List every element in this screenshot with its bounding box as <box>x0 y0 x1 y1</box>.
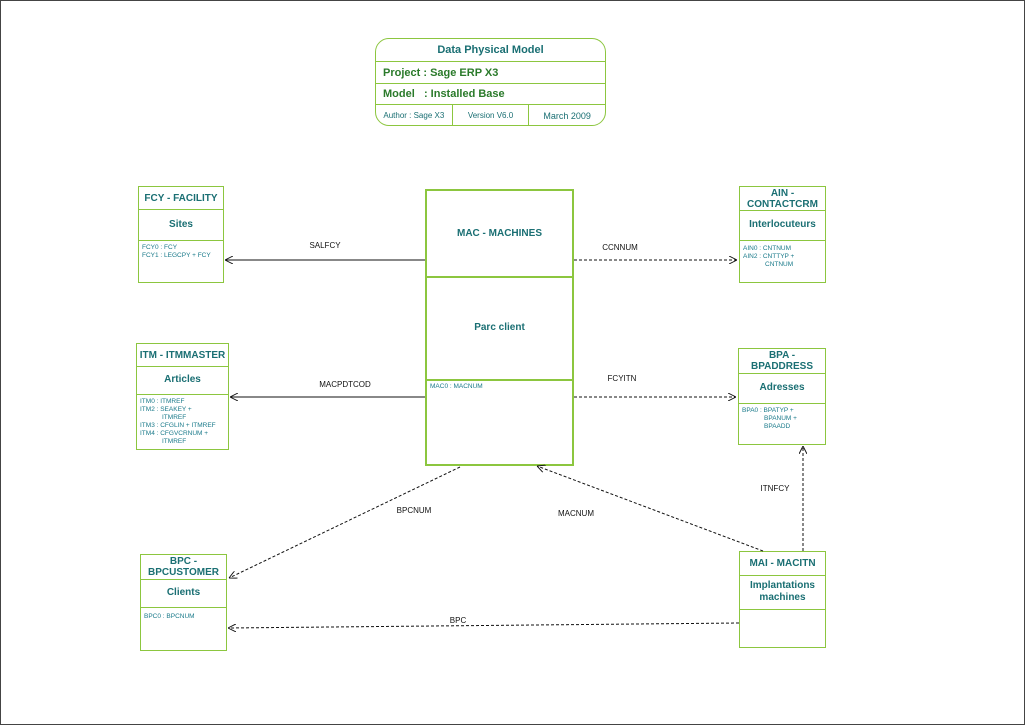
key-line: ITMREF <box>162 414 187 421</box>
link-fcyitn-label: FCYITN <box>608 374 637 383</box>
diagram-title: Data Physical Model <box>437 44 544 56</box>
table-bpc-header: BPC - BPCUSTOMER <box>141 555 226 580</box>
key-line: BPC0 : BPCNUM <box>144 613 195 620</box>
table-bpc[interactable]: BPC - BPCUSTOMER Clients BPC0 : BPCNUM <box>140 554 227 651</box>
link-bpcnum <box>229 466 461 578</box>
key-line: MAC0 : MACNUM <box>430 383 483 390</box>
link-itnfcy-label: ITNFCY <box>761 484 791 493</box>
table-bpa[interactable]: BPA - BPADDRESS Adresses BPA0 : BPATYP +… <box>738 348 826 445</box>
title-card: Data Physical Model Project : Sage ERP X… <box>375 38 606 126</box>
table-mai-label: Implantations machines <box>740 575 825 610</box>
table-itm[interactable]: ITM - ITMMASTER Articles ITM0 : ITMREF I… <box>136 343 229 450</box>
author-label: Author : Sage X3 <box>383 111 445 120</box>
table-ain-header: AIN - CONTACTCRM <box>740 187 825 211</box>
table-bpc-label: Clients <box>141 579 226 608</box>
key-line: ITM3 : CFGLIN + ITMREF <box>140 422 216 429</box>
project-row: Project : Sage ERP X3 <box>376 61 605 83</box>
key-line: ITM2 : SEAKEY + <box>140 406 192 413</box>
table-ain-label: Interlocuteurs <box>740 210 825 241</box>
table-fcy[interactable]: FCY - FACILITY Sites FCY0 : FCY FCY1 : L… <box>138 186 224 283</box>
key-line: BPANUM + <box>764 415 797 422</box>
table-mac-header: MAC - MACHINES <box>427 191 572 278</box>
table-ain[interactable]: AIN - CONTACTCRM Interlocuteurs AIN0 : C… <box>739 186 826 283</box>
version-label: Version V6.0 <box>451 105 529 125</box>
table-bpc-keys: BPC0 : BPCNUM <box>144 613 224 621</box>
model-label: Model : Installed Base <box>383 88 505 100</box>
link-bpcnum-label: BPCNUM <box>397 506 432 515</box>
table-mac-keys: MAC0 : MACNUM <box>430 383 570 391</box>
table-bpa-label: Adresses <box>739 373 825 404</box>
table-bpa-keys: BPA0 : BPATYP + BPANUM + BPAADD <box>742 407 823 431</box>
table-itm-keys: ITM0 : ITMREF ITM2 : SEAKEY + ITMREF ITM… <box>140 398 226 446</box>
model-row: Model : Installed Base <box>376 83 605 104</box>
table-fcy-header: FCY - FACILITY <box>139 187 223 210</box>
table-mai[interactable]: MAI - MACITN Implantations machines <box>739 551 826 648</box>
table-ain-keys: AIN0 : CNTNUM AIN2 : CNTTYP + CNTNUM <box>743 245 823 269</box>
key-line: CNTNUM <box>765 261 794 268</box>
link-bpc-label: BPC <box>450 616 467 625</box>
key-line: ITM4 : CFGVCRNUM + <box>140 430 209 437</box>
key-line: ITM0 : ITMREF <box>140 398 185 405</box>
key-line: FCY0 : FCY <box>142 244 178 251</box>
table-mac[interactable]: MAC - MACHINES Parc client MAC0 : MACNUM <box>425 189 574 466</box>
meta-row: Author : Sage X3 Version V6.0 March 2009 <box>376 104 605 125</box>
link-salfcy-label: SALFCY <box>309 241 341 250</box>
link-macpdtcod-label: MACPDTCOD <box>319 380 371 389</box>
project-label: Project : Sage ERP X3 <box>383 66 499 79</box>
table-itm-header: ITM - ITMMASTER <box>137 344 228 367</box>
key-line: AIN2 : CNTTYP + <box>743 253 795 260</box>
table-itm-label: Articles <box>137 366 228 395</box>
link-macnum <box>537 466 764 552</box>
table-bpa-header: BPA - BPADDRESS <box>739 349 825 374</box>
table-mai-header: MAI - MACITN <box>740 552 825 576</box>
link-macnum-label: MACNUM <box>558 509 594 518</box>
key-line: FCY1 : LEGCPY + FCY <box>142 252 211 259</box>
link-ccnnum-label: CCNNUM <box>602 243 638 252</box>
table-fcy-keys: FCY0 : FCY FCY1 : LEGCPY + FCY <box>142 244 221 260</box>
date-label: March 2009 <box>528 105 605 125</box>
key-line: ITMREF <box>162 438 187 445</box>
key-line: AIN0 : CNTNUM <box>743 245 792 252</box>
key-line: BPAADD <box>764 423 791 430</box>
table-fcy-label: Sites <box>139 209 223 241</box>
link-bpc <box>228 622 740 628</box>
key-line: BPA0 : BPATYP + <box>742 407 794 414</box>
table-mac-label: Parc client <box>427 276 572 381</box>
